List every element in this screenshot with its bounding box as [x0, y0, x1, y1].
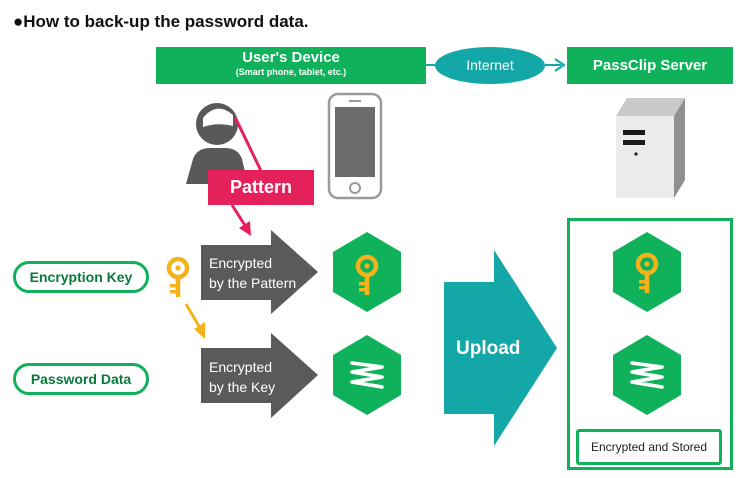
- encrypted-key-hexagon: [333, 232, 401, 312]
- upload-label: Upload: [456, 338, 521, 359]
- connector-arrowhead: [554, 58, 566, 72]
- key-arrowhead: [194, 322, 205, 339]
- encrypted-and-stored-label: Encrypted and Stored: [576, 429, 722, 465]
- encrypted-by-pattern-text: Encrypted by the Pattern: [209, 253, 296, 293]
- password-data-label: Password Data: [13, 363, 149, 395]
- page-title: ●How to back-up the password data.: [13, 12, 309, 31]
- server-box: PassClip Server: [567, 47, 733, 84]
- pattern-arrowhead: [239, 221, 251, 236]
- key-arrow-line: [184, 303, 202, 329]
- server-icon: [616, 98, 685, 198]
- encrypt-by-pattern-arrow: [201, 230, 318, 314]
- smartphone-icon: [327, 92, 383, 200]
- arrow-text-line: Encrypted: [209, 255, 273, 271]
- encrypted-by-key-text: Encrypted by the Key: [209, 357, 275, 397]
- arrow-text-line: by the Key: [209, 379, 276, 395]
- encrypted-data-hexagon: [333, 335, 401, 415]
- stored-key-hexagon: [613, 232, 681, 312]
- upload-arrow: [444, 250, 557, 446]
- users-device-box: User's Device (Smart phone, tablet, etc.…: [156, 47, 426, 84]
- arrow-text-line: by the Pattern: [209, 275, 297, 291]
- encryption-key-label: Encryption Key: [13, 261, 149, 293]
- pattern-connector: [233, 116, 264, 174]
- pattern-arrow-line: [230, 204, 248, 228]
- encrypt-by-key-arrow: [201, 333, 318, 418]
- pattern-label: Pattern: [208, 170, 314, 205]
- internet-label: Internet: [435, 47, 545, 84]
- stored-data-hexagon: [613, 335, 681, 415]
- device-subtitle: (Smart phone, tablet, etc.): [235, 67, 347, 77]
- arrow-text-line: Encrypted: [209, 359, 273, 375]
- device-title: User's Device: [242, 49, 340, 66]
